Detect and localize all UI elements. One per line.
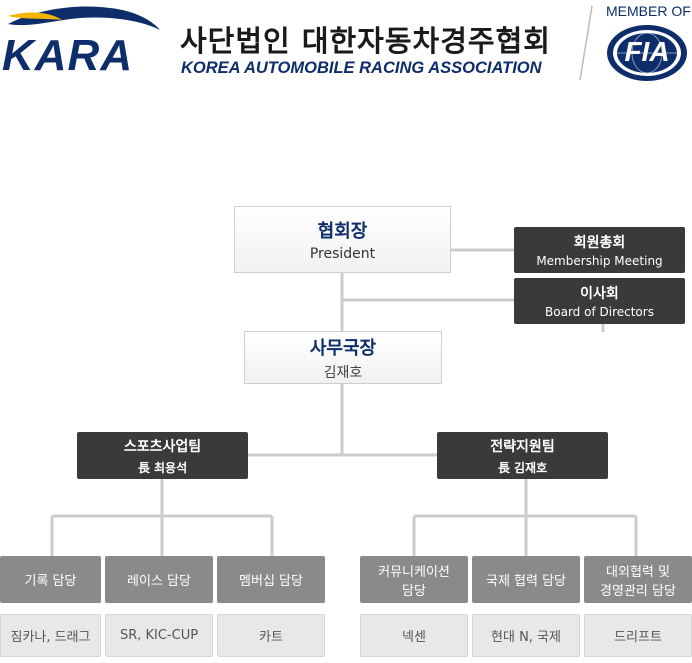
strategy-support-team-box: 전략지원팀 長 김재호 [437, 432, 608, 479]
kara-logo: KARA [0, 0, 165, 80]
membership-meeting-subtitle: Membership Meeting [536, 254, 663, 268]
membership-meeting-box: 회원총회 Membership Meeting [514, 227, 685, 273]
unit-sub-external-management: 드리프트 [584, 614, 692, 657]
unit-label-line2: 경영관리 담당 [600, 583, 676, 599]
unit-box-communication: 커뮤니케이션 담당 [360, 556, 468, 603]
unit-sub-text: SR, KIC-CUP [119, 628, 199, 643]
sports-business-team-box: 스포츠사업팀 長 최용석 [77, 432, 248, 479]
unit-sub-race: SR, KIC-CUP [105, 614, 213, 657]
unit-box-external-management: 대외협력 및 경영관리 담당 [584, 556, 692, 603]
strategy-team-name: 전략지원팀 [490, 438, 555, 455]
fia-globe-icon [607, 25, 687, 81]
sports-team-name: 스포츠사업팀 [123, 438, 202, 455]
unit-sub-international: 현대 N, 국제 [472, 614, 580, 657]
membership-meeting-title: 회원총회 [573, 235, 626, 251]
unit-label-line2: 담당 [402, 583, 426, 599]
car-swoosh-icon [8, 6, 160, 30]
president-subtitle: President [309, 246, 376, 262]
member-of-label: MEMBER OF [606, 3, 691, 19]
sports-team-head: 長 최용석 [137, 460, 188, 475]
unit-sub-membership: 카트 [217, 614, 325, 657]
unit-label: 기록 담당 [24, 574, 77, 589]
board-subtitle: Board of Directors [545, 305, 654, 319]
header: KARA 사단법인 대한자동차경주협회 KOREA AUTOMOBILE RAC… [0, 0, 692, 86]
unit-sub-records: 짐카나, 드래그 [0, 614, 101, 657]
unit-sub-text: 카트 [259, 630, 283, 645]
unit-sub-text: 짐카나, 드래그 [10, 630, 91, 645]
fia-emblem: FIA [606, 24, 688, 82]
header-divider [579, 5, 593, 81]
unit-label-line1: 대외협력 및 [606, 564, 670, 580]
secretary-title: 사무국장 [309, 337, 377, 359]
unit-sub-text: 드리프트 [614, 630, 662, 645]
board-title: 이사회 [580, 286, 619, 302]
unit-box-international: 국제 협력 담당 [472, 556, 580, 603]
strategy-team-head: 長 김재호 [497, 460, 548, 475]
board-of-directors-box: 이사회 Board of Directors [514, 278, 685, 324]
unit-label: 멤버십 담당 [239, 574, 303, 589]
unit-sub-communication: 넥센 [360, 614, 468, 657]
kara-logo-text: KARA [2, 31, 134, 80]
unit-label: 레이스 담당 [127, 574, 191, 589]
association-title-ko: 사단법인 대한자동차경주협회 [180, 24, 551, 58]
secretary-name: 김재호 [323, 364, 363, 381]
unit-box-records: 기록 담당 [0, 556, 101, 603]
association-title-en: KOREA AUTOMOBILE RACING ASSOCIATION [181, 59, 542, 77]
secretary-general-box: 사무국장 김재호 [244, 331, 442, 384]
unit-label: 국제 협력 담당 [485, 574, 567, 589]
fia-logo-text: FIA [624, 36, 670, 67]
president-title: 협회장 [317, 221, 368, 242]
unit-box-race: 레이스 담당 [105, 556, 213, 603]
unit-box-membership: 멤버십 담당 [217, 556, 325, 603]
unit-sub-text: 넥센 [402, 630, 426, 645]
president-box: 협회장 President [234, 206, 451, 273]
unit-sub-text: 현대 N, 국제 [491, 630, 561, 645]
unit-label-line1: 커뮤니케이션 [378, 564, 450, 580]
